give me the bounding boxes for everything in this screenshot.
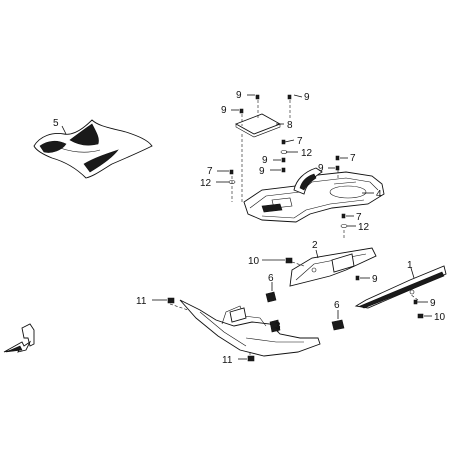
callout-6: 6 xyxy=(334,300,340,311)
callout-1: 1 xyxy=(407,260,413,271)
callout-9: 9 xyxy=(221,105,227,116)
callout-2: 2 xyxy=(312,240,318,251)
callout-9: 9 xyxy=(372,274,378,285)
part-3-undercover xyxy=(179,299,321,357)
part-5-floor-mat xyxy=(33,119,153,179)
part-6-clip-a xyxy=(265,291,277,303)
callout-7: 7 xyxy=(297,136,303,147)
part-4-floor-panel xyxy=(243,167,385,223)
callout-5: 5 xyxy=(53,118,59,129)
callout-labels: 9 9 9 8 7 12 9 9 7 12 7 9 4 7 12 5 10 2 … xyxy=(53,90,446,366)
callout-7: 7 xyxy=(356,212,362,223)
part-2-side-cover xyxy=(289,247,377,287)
callout-12: 12 xyxy=(200,178,212,189)
callout-7: 7 xyxy=(350,153,356,164)
callout-6: 6 xyxy=(268,273,274,284)
callout-9: 9 xyxy=(318,163,324,174)
part-1-side-strip xyxy=(354,265,447,309)
callout-3: 3 xyxy=(275,321,281,332)
callout-10: 10 xyxy=(248,256,260,267)
callout-9: 9 xyxy=(262,155,268,166)
callout-9: 9 xyxy=(430,298,436,309)
callout-11: 11 xyxy=(136,296,147,307)
callout-9: 9 xyxy=(304,92,310,103)
front-direction-arrow-icon xyxy=(3,323,35,353)
callout-12: 12 xyxy=(301,148,313,159)
callout-8: 8 xyxy=(287,120,293,131)
callout-10: 10 xyxy=(434,312,446,323)
callout-4: 4 xyxy=(376,189,382,200)
fasteners xyxy=(167,94,424,362)
callout-11: 11 xyxy=(222,355,233,366)
part-6-clip-b xyxy=(331,319,345,331)
leader-lines xyxy=(61,94,432,360)
callout-9: 9 xyxy=(259,166,265,177)
callout-12: 12 xyxy=(358,222,370,233)
callout-7: 7 xyxy=(207,166,213,177)
callout-9: 9 xyxy=(236,90,242,101)
